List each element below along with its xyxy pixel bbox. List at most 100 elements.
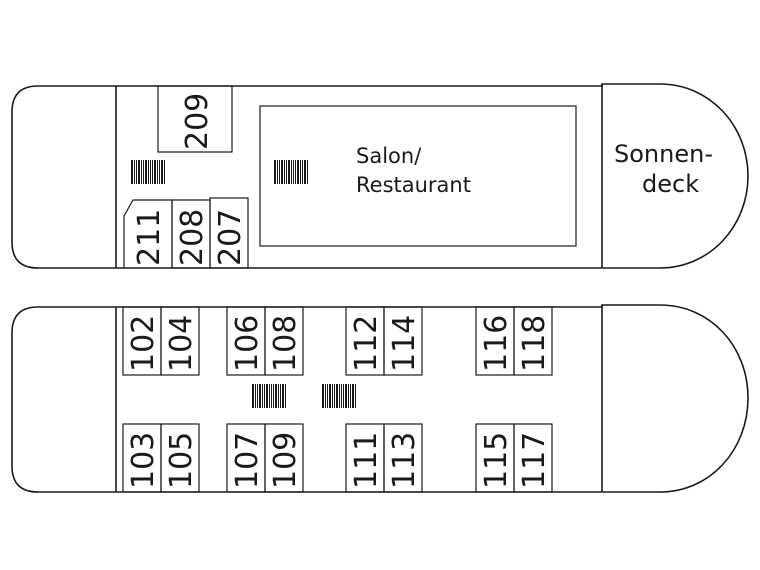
- cabin-label: 112: [349, 315, 384, 372]
- cabin-label: 111: [349, 432, 384, 489]
- lower-hull: [11, 304, 749, 493]
- cabin-209[interactable]: [157, 85, 233, 153]
- cabin-label: 115: [479, 432, 514, 489]
- stair-step: [143, 160, 144, 184]
- cabin-label: 113: [387, 432, 422, 489]
- stair-step: [266, 384, 268, 408]
- stair-step: [274, 160, 276, 184]
- cabin-114[interactable]: [383, 306, 423, 376]
- salon-label: Salon/: [356, 144, 422, 168]
- cabin-109[interactable]: [264, 423, 304, 493]
- cabin-104[interactable]: [160, 306, 200, 376]
- cabin-label: 104: [164, 315, 199, 372]
- cabin-117[interactable]: [513, 423, 553, 493]
- stair-step: [259, 384, 261, 408]
- cabin-label: 209: [180, 93, 215, 150]
- cabin-label: 106: [230, 315, 265, 372]
- stair-step: [282, 384, 284, 408]
- stair-step: [271, 384, 272, 408]
- stair-step: [161, 160, 163, 184]
- cabin-label: 211: [132, 209, 167, 266]
- stairs-icon: [322, 384, 356, 408]
- stair-step: [145, 160, 147, 184]
- stair-step: [341, 384, 342, 408]
- stair-step: [336, 384, 338, 408]
- stair-step: [307, 160, 308, 184]
- cabin-108[interactable]: [264, 306, 304, 376]
- cabin-label: 105: [164, 432, 199, 489]
- stair-step: [134, 160, 135, 184]
- stair-step: [255, 384, 256, 408]
- stair-step: [332, 384, 333, 408]
- cabin-118[interactable]: [513, 306, 553, 376]
- stairs-icon: [131, 160, 165, 184]
- stair-step: [150, 160, 151, 184]
- stair-step: [285, 384, 286, 408]
- stair-step: [262, 384, 263, 408]
- stair-step: [325, 384, 326, 408]
- stair-step: [131, 160, 133, 184]
- cabin-label: 208: [175, 209, 210, 266]
- cabin-label: 109: [268, 432, 303, 489]
- sundeck-label: Sonnen-: [614, 140, 713, 168]
- stair-step: [350, 384, 351, 408]
- restaurant-label: Restaurant: [356, 173, 471, 197]
- stair-step: [157, 160, 158, 184]
- stair-step: [281, 160, 283, 184]
- stair-step: [264, 384, 265, 408]
- stair-step: [278, 384, 279, 408]
- stair-step: [327, 384, 328, 408]
- cabin-label: 108: [268, 315, 303, 372]
- stair-step: [348, 384, 349, 408]
- stair-step: [291, 160, 292, 184]
- cabin-label: 102: [126, 315, 161, 372]
- stair-step: [252, 384, 254, 408]
- stair-step: [322, 384, 324, 408]
- cabin-label: 116: [479, 315, 514, 372]
- stair-step: [300, 160, 301, 184]
- upper-deck: 209 211 208 207 Salon/ Restaurant Sonnen…: [11, 83, 749, 269]
- cabin-label: 114: [387, 315, 422, 372]
- cabin-label: 118: [517, 315, 552, 372]
- stair-step: [295, 160, 296, 184]
- cabin-207[interactable]: [209, 197, 249, 269]
- stair-step: [302, 160, 303, 184]
- cabin-label: 207: [213, 209, 248, 266]
- stair-step: [138, 160, 140, 184]
- stair-step: [148, 160, 149, 184]
- cabin-label: 103: [126, 432, 161, 489]
- stairs-icon: [252, 384, 286, 408]
- stair-step: [355, 384, 356, 408]
- stair-step: [334, 384, 335, 408]
- stair-step: [297, 160, 299, 184]
- stair-step: [288, 160, 290, 184]
- stair-step: [339, 384, 340, 408]
- stair-step: [284, 160, 285, 184]
- cabin-label: 107: [230, 432, 265, 489]
- stair-step: [304, 160, 306, 184]
- salon-restaurant[interactable]: [259, 105, 577, 247]
- stair-step: [154, 160, 156, 184]
- stair-step: [257, 384, 258, 408]
- stair-step: [345, 384, 347, 408]
- sundeck-label: deck: [642, 170, 699, 198]
- cabin-105[interactable]: [160, 423, 200, 493]
- stair-step: [280, 384, 281, 408]
- stair-step: [159, 160, 160, 184]
- stair-step: [136, 160, 137, 184]
- cabin-113[interactable]: [383, 423, 423, 493]
- stair-step: [275, 384, 277, 408]
- stair-step: [152, 160, 153, 184]
- stair-step: [352, 384, 354, 408]
- stairs-icon: [274, 160, 308, 184]
- upper-hull: [11, 83, 749, 269]
- stair-step: [277, 160, 278, 184]
- stair-step: [329, 384, 331, 408]
- stair-step: [293, 160, 294, 184]
- stair-step: [269, 384, 270, 408]
- stair-step: [273, 384, 274, 408]
- stair-step: [141, 160, 142, 184]
- stair-step: [286, 160, 287, 184]
